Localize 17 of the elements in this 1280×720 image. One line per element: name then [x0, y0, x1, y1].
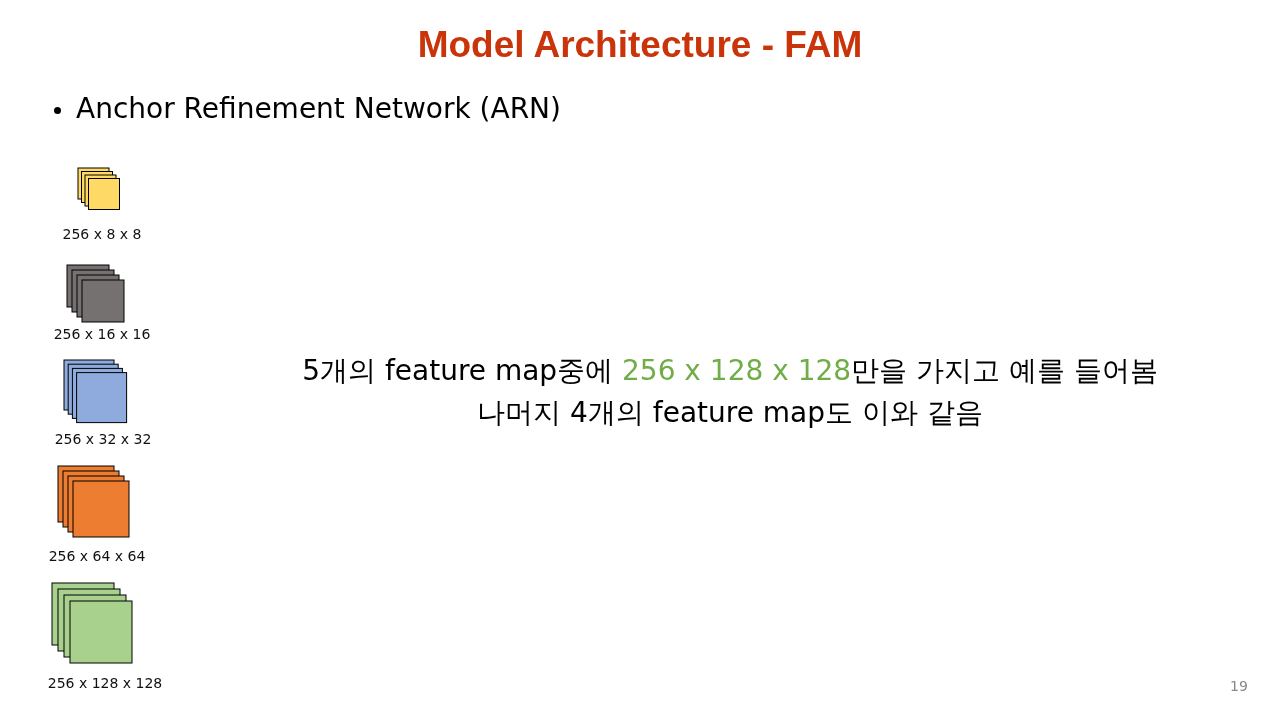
feature-map-stack — [77, 167, 121, 211]
note-text: 만을 가지고 예를 들어봄 — [851, 354, 1158, 387]
dimension-caption: 256 x 8 x 8 — [61, 226, 143, 242]
dimension-caption: 256 x 32 x 32 — [53, 431, 153, 447]
dimension-caption: 256 x 64 x 64 — [47, 548, 147, 564]
highlighted-text: 256 x 128 x 128 — [622, 354, 852, 387]
slide-title: Model Architecture - FAM — [416, 24, 864, 66]
note-text: 5개의 feature map중에 — [302, 354, 615, 387]
feature-map-stack — [63, 359, 128, 424]
dimension-caption: 256 x 128 x 128 — [46, 675, 164, 691]
feature-map-stack — [57, 465, 130, 538]
dimension-caption: 256 x 16 x 16 — [52, 326, 152, 342]
page-number: 19 — [1230, 678, 1248, 694]
feature-map-stack — [66, 264, 125, 323]
feature-map-stack — [51, 582, 133, 664]
note-text: 나머지 4개의 feature map도 이와 같음 — [476, 395, 984, 431]
bullet-text: Anchor Refinement Network (ARN) — [76, 92, 561, 125]
